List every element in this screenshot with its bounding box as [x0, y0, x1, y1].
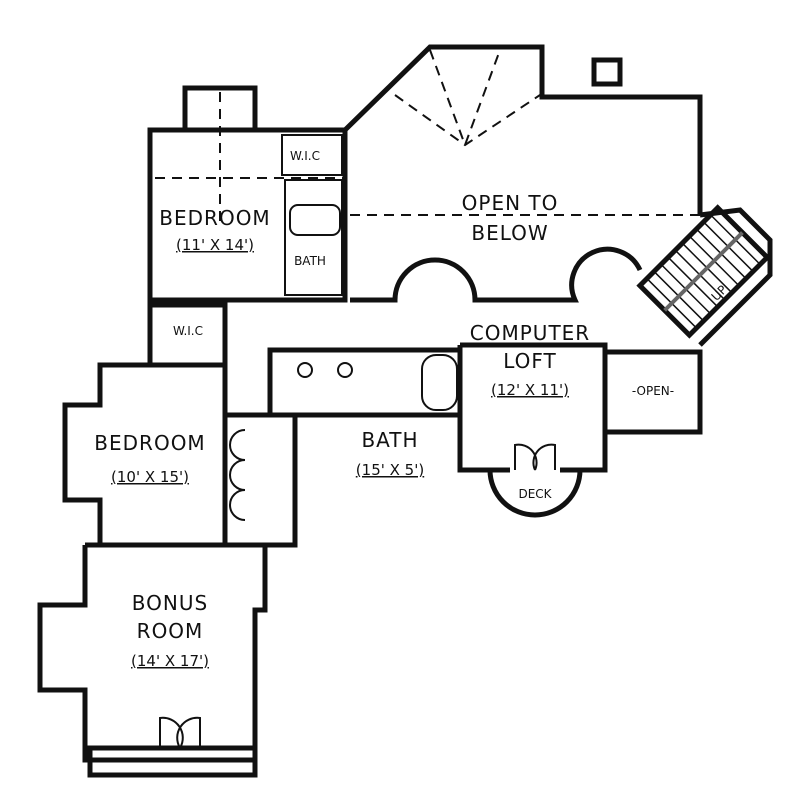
stair-wall — [698, 207, 773, 347]
loft-line2: LOFT — [503, 349, 557, 373]
wic-upper-label: W.I.C — [290, 149, 320, 163]
open-to-below-line1: OPEN TO — [462, 191, 559, 215]
staircase[interactable] — [636, 204, 771, 339]
closet-doors[interactable] — [229, 429, 246, 521]
bonus-line2: ROOM — [137, 619, 204, 643]
open-to-below-wall — [343, 44, 703, 215]
deck-label: DECK — [518, 487, 552, 501]
sink — [337, 362, 353, 378]
deck-door[interactable] — [514, 443, 556, 471]
chimney — [591, 57, 623, 87]
wic-lower-label: W.I.C — [173, 324, 203, 338]
bedroom-upper-wall — [147, 127, 348, 303]
bonus-line1: BONUS — [132, 591, 208, 615]
hall-wall — [225, 412, 298, 548]
loft-size: (12' X 11') — [491, 381, 569, 399]
open-to-below-line2: BELOW — [471, 221, 548, 245]
ceiling-line — [394, 94, 541, 147]
bedroom-lower-label: BEDROOM — [94, 431, 205, 455]
wic-upper-wall — [281, 134, 343, 176]
open-rail — [350, 246, 643, 303]
bonus-size: (14' X 17') — [131, 652, 209, 670]
sink — [297, 362, 313, 378]
labels: W.I.C BEDROOM (11' X 14') BATH OPEN TO B… — [94, 149, 729, 670]
ceiling-line — [429, 49, 501, 148]
tub — [421, 354, 458, 411]
bedroom-bay-wall — [182, 85, 258, 130]
deck-wall — [487, 469, 583, 518]
bath-lower-size: (15' X 5') — [356, 461, 424, 479]
bath-upper-label: BATH — [294, 254, 326, 268]
bedroom-lower-size: (10' X 15') — [111, 468, 189, 486]
bedroom-upper-label: BEDROOM — [159, 206, 270, 230]
bedroom-upper-size: (11' X 14') — [176, 236, 254, 254]
bonus-bottom-ledge — [87, 745, 258, 778]
bath-upper-wall — [284, 179, 343, 296]
bath-lower-wall — [267, 347, 463, 418]
walls — [37, 44, 773, 778]
bonus-room-wall — [37, 542, 268, 763]
loft-line1: COMPUTER — [470, 321, 590, 345]
open-balcony-wall — [602, 349, 703, 435]
bathtub — [289, 204, 341, 236]
french-door[interactable] — [159, 716, 201, 749]
bedroom-lower-wall — [62, 362, 228, 548]
open-balcony-label: -OPEN- — [632, 384, 674, 398]
bath-lower-label: BATH — [361, 428, 418, 452]
